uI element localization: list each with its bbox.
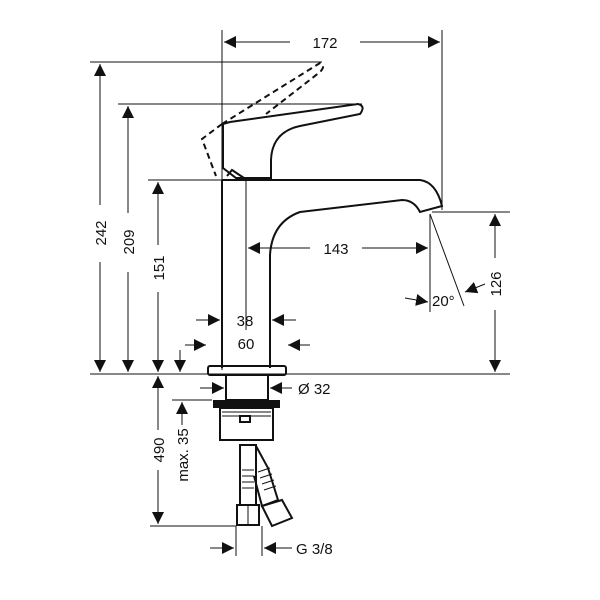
- lever-handle: [222, 102, 364, 179]
- supply-hoses: [236, 444, 294, 528]
- dim-width-total: 172: [312, 35, 337, 52]
- mounting-assembly: [213, 374, 280, 441]
- extension-lines: [90, 30, 510, 556]
- dim-spray-angle: 20°: [432, 293, 455, 310]
- dim-spout-reach: 143: [323, 241, 348, 258]
- dim-shank-diameter: Ø 32: [298, 381, 331, 398]
- dimension-lines: [94, 36, 501, 554]
- dim-height-body: 151: [151, 255, 168, 280]
- dim-connection-thread: G 3/8: [296, 541, 333, 558]
- lever-open-position: [200, 61, 324, 177]
- faucet-body: [207, 179, 444, 376]
- dim-body-width: 38: [237, 313, 254, 330]
- dim-spout-height: 126: [488, 271, 505, 296]
- dim-max-thickness: max. 35: [175, 428, 192, 481]
- dim-height-lever-open: 242: [93, 220, 110, 245]
- dim-height-lever: 209: [121, 229, 138, 254]
- dim-base-width: 60: [238, 336, 255, 353]
- dim-hose-length: 490: [151, 437, 168, 462]
